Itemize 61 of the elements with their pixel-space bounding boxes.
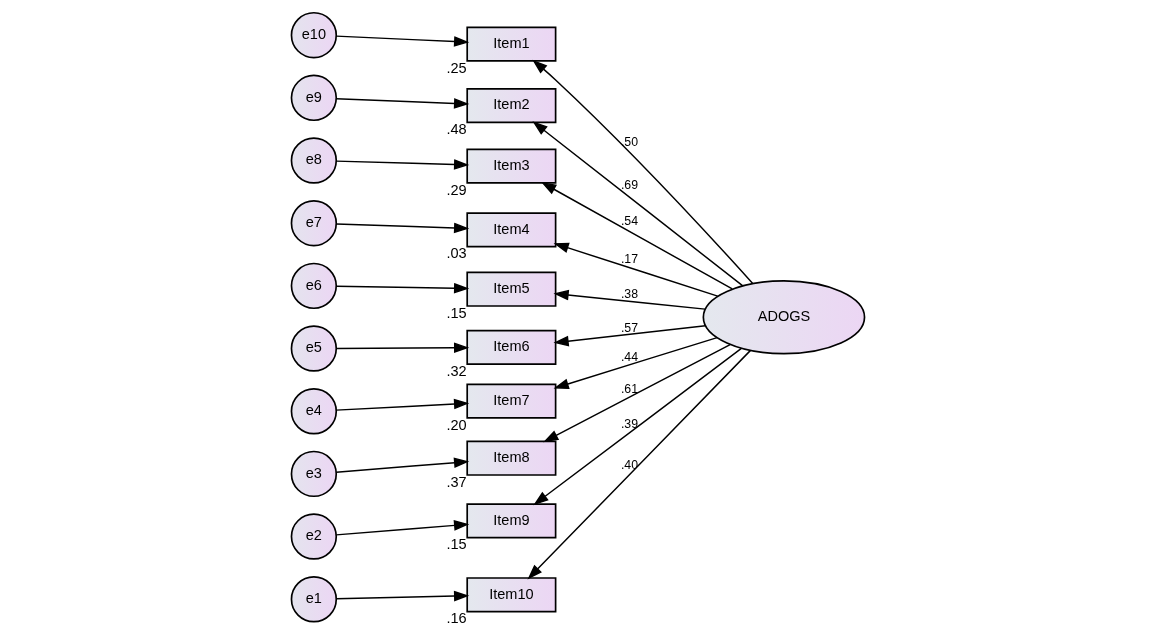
arrow <box>532 121 744 287</box>
edge-label: .54 <box>620 214 639 229</box>
arrow <box>335 222 470 234</box>
node-label: .15 <box>446 536 467 553</box>
arrow <box>541 182 733 290</box>
node-circle: e6 <box>290 262 338 310</box>
node-box: Item7 <box>466 383 557 419</box>
arrow <box>335 457 470 473</box>
edge-label: .17 <box>620 252 639 267</box>
edge-label: .57 <box>620 320 639 335</box>
node-circle: e7 <box>290 199 338 247</box>
arrow <box>533 347 743 506</box>
arrow <box>532 59 754 285</box>
node-label: .29 <box>446 181 467 198</box>
node-label: .20 <box>446 416 467 433</box>
arrow <box>335 159 470 170</box>
node-box: Item9 <box>466 503 557 539</box>
node-box: Item5 <box>466 271 557 307</box>
edge-label: .44 <box>620 349 639 364</box>
edge-label: .38 <box>620 286 639 301</box>
arrow <box>553 336 718 389</box>
node-box: Item6 <box>466 329 557 366</box>
arrow <box>543 343 731 443</box>
node-label: .03 <box>446 245 467 262</box>
arrow <box>553 289 706 310</box>
arrow <box>335 398 470 411</box>
node-box: Item2 <box>466 88 557 124</box>
node-circle: e4 <box>290 388 338 435</box>
node-circle: e9 <box>290 74 338 122</box>
node-box: Item3 <box>466 148 557 184</box>
arrow <box>335 35 470 47</box>
arrow <box>335 590 470 602</box>
arrow <box>553 242 719 297</box>
edge-label: .61 <box>620 382 639 397</box>
node-label: .32 <box>446 362 467 379</box>
node-label: .25 <box>446 59 467 76</box>
edge-label: .39 <box>620 416 639 431</box>
node-circle: e8 <box>290 137 338 184</box>
arrow <box>553 325 707 347</box>
node-circle: e2 <box>290 513 338 560</box>
node-circle: e10 <box>290 11 338 59</box>
node-box: Item1 <box>466 26 557 62</box>
edge-label: .40 <box>620 458 639 473</box>
node-circle: e5 <box>290 325 338 372</box>
arrow <box>335 97 470 109</box>
node-label: .15 <box>446 304 467 321</box>
arrow <box>335 342 470 354</box>
arrow <box>527 349 752 580</box>
node-ellipse: ADOGS <box>702 280 866 355</box>
node-label: .48 <box>446 121 467 138</box>
node-circle: e1 <box>290 576 338 623</box>
node-box: Item10 <box>466 577 557 613</box>
node-circle: e3 <box>290 450 338 498</box>
edge-label: .69 <box>620 178 639 193</box>
node-label: .16 <box>446 610 467 627</box>
node-box: Item8 <box>466 440 557 476</box>
arrow <box>335 282 470 294</box>
node-box: Item4 <box>466 212 557 248</box>
arrow <box>335 520 470 536</box>
node-label: .37 <box>446 473 467 490</box>
edge-label: .50 <box>620 134 639 149</box>
